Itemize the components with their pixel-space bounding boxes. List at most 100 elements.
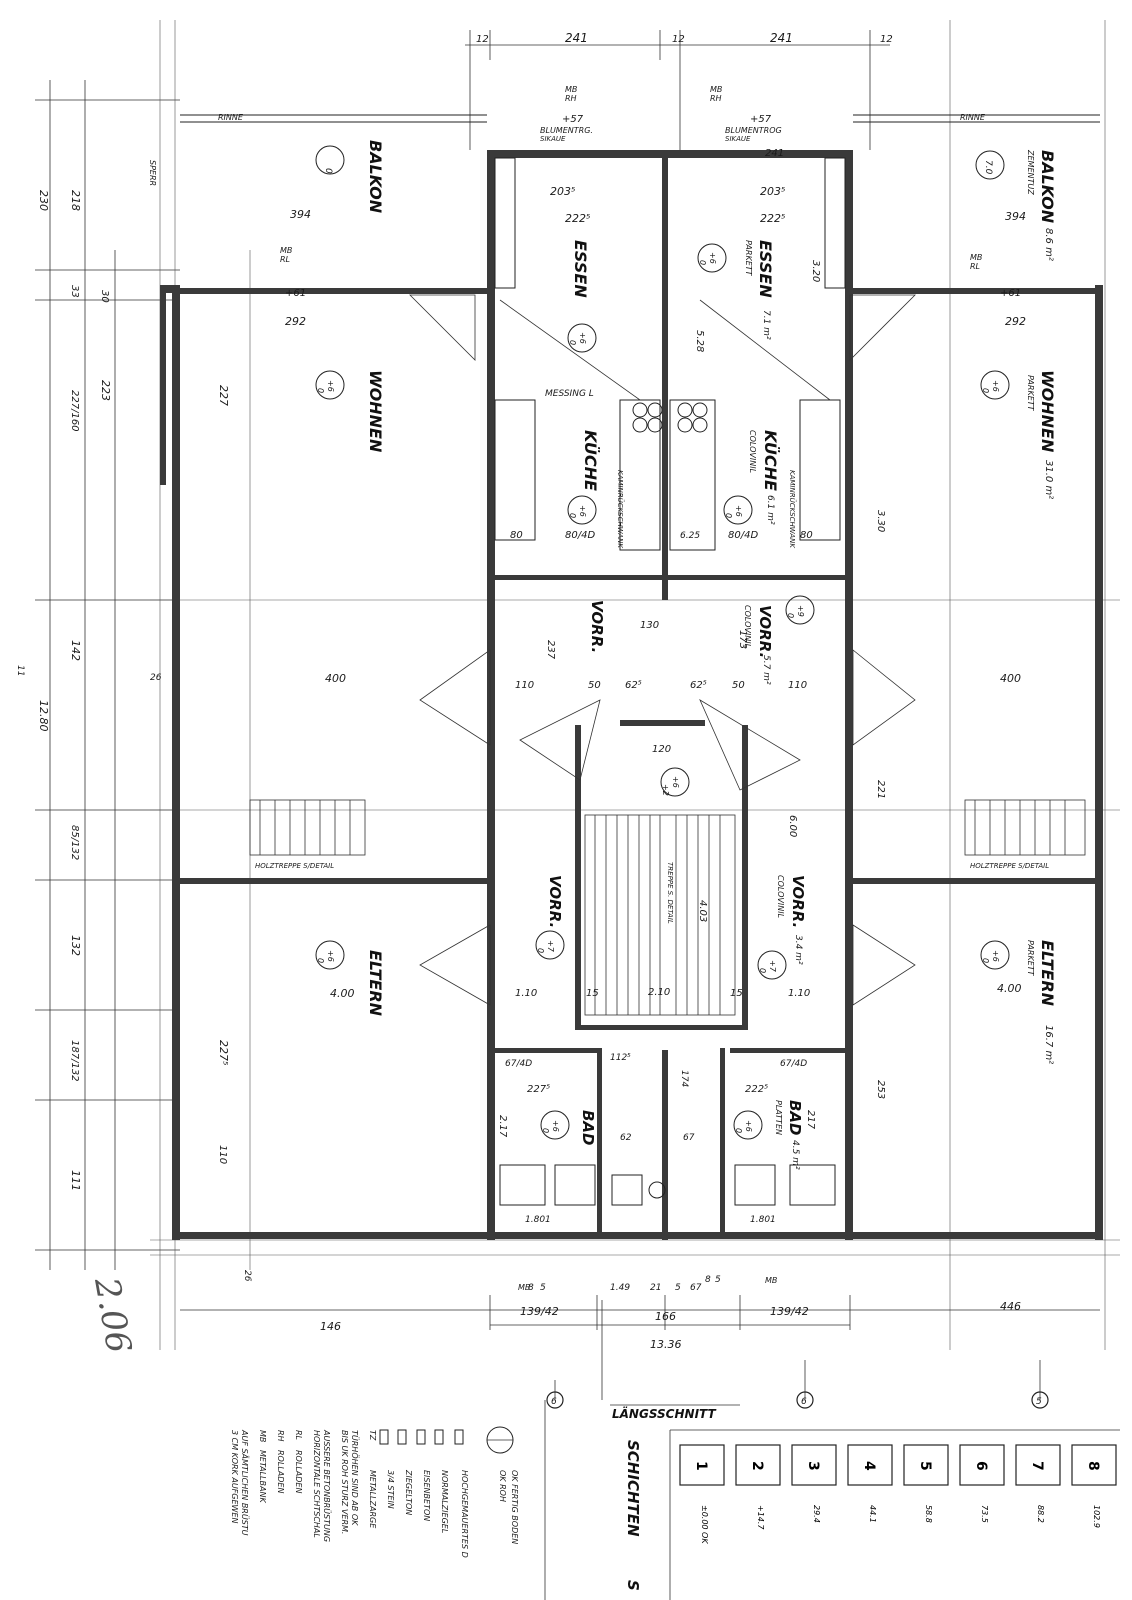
room-essen-right: ESSEN PARKETT 7.1 m² +6 0 <box>697 240 775 340</box>
legend-hatch-icon <box>379 1429 389 1445</box>
layer-cell: 444.1 <box>847 1444 893 1523</box>
level-marker-icon <box>567 495 597 525</box>
layer-box <box>679 1444 725 1486</box>
svg-text:7.1 m²: 7.1 m² <box>761 310 771 340</box>
svg-text:31.0 m²: 31.0 m² <box>1043 460 1054 499</box>
svg-text:7.0: 7.0 <box>983 160 993 175</box>
axis-markers: 6 6 5 <box>546 1391 1049 1409</box>
svg-text:PLATTEN: PLATTEN <box>774 1100 783 1135</box>
legend-hatch-icon <box>397 1429 407 1445</box>
note-sperr: SPERR <box>148 160 157 186</box>
layer-value: 88.2 <box>1036 1505 1045 1523</box>
room-name: ELTERN <box>1038 940 1057 1007</box>
svg-text:120: 120 <box>652 744 671 755</box>
room-name: VORR. <box>588 600 606 653</box>
note-kaminbuk-right: KAMINRÜCKSCHWANK <box>788 470 797 549</box>
svg-text:COLOVINIL: COLOVINIL <box>776 875 785 918</box>
svg-text:PARKETT: PARKETT <box>1026 375 1035 412</box>
layer-box <box>903 1444 949 1486</box>
room-name: VORR. <box>546 875 564 928</box>
axis-marker-icon <box>546 1391 564 1409</box>
svg-text:+6: +6 <box>551 1120 560 1132</box>
svg-text:26: 26 <box>242 1270 252 1282</box>
note-rinne-right: RINNE <box>960 113 986 122</box>
svg-text:6: 6 <box>801 1397 807 1407</box>
layer-value: 29.4 <box>812 1505 821 1523</box>
svg-text:400: 400 <box>1000 672 1021 685</box>
svg-text:80: 80 <box>800 530 813 541</box>
dim-left-12: 187/132 <box>69 1040 80 1082</box>
svg-text:AUSSERE BETONBRÜSTUNG: AUSSERE BETONBRÜSTUNG <box>322 1429 332 1542</box>
room-name: VORR. <box>756 605 774 658</box>
svg-text:67/4D: 67/4D <box>780 1059 807 1069</box>
svg-text:4.5 m²: 4.5 m² <box>790 1140 800 1170</box>
layer-box <box>735 1444 781 1486</box>
dim-left-9: 11 <box>15 665 25 676</box>
svg-text:394: 394 <box>1005 210 1026 223</box>
holztreppe-left <box>249 799 366 856</box>
room-vorr-left: VORR. <box>588 600 606 653</box>
svg-text:+6: +6 <box>578 332 587 344</box>
svg-text:+9: +9 <box>796 605 805 617</box>
level-marker-icon <box>980 370 1010 400</box>
svg-text:TZ: TZ <box>368 1430 377 1441</box>
svg-text:COLOVINIL: COLOVINIL <box>748 430 757 473</box>
svg-text:+61: +61 <box>1000 288 1021 299</box>
room-dims: 292 292 400 400 4.00 4.00 227 227⁵ 80 80… <box>150 260 1026 1282</box>
svg-text:+61: +61 <box>285 288 306 299</box>
layer-cell: 2+14.7 <box>735 1444 781 1530</box>
svg-text:0: 0 <box>316 958 325 963</box>
layer-value: 58.8 <box>924 1505 933 1523</box>
balcony-rails <box>180 114 1100 289</box>
bath-fixtures <box>499 1164 836 1206</box>
svg-text:253: 253 <box>875 1080 886 1099</box>
svg-text:6.00: 6.00 <box>787 815 798 837</box>
svg-text:217: 217 <box>805 1110 816 1130</box>
dim-left-6: 227/160 <box>69 390 80 432</box>
layer-cell: 329.4 <box>791 1444 837 1523</box>
svg-text:4.00: 4.00 <box>330 987 355 1000</box>
svg-text:0: 0 <box>568 513 577 518</box>
svg-text:METALLBANK: METALLBANK <box>258 1450 267 1503</box>
level-marker-icon <box>975 150 1005 180</box>
room-name: ESSEN <box>756 240 775 298</box>
layer-cell: 1±0.00 OK <box>679 1444 725 1544</box>
svg-text:221: 221 <box>875 780 886 799</box>
svg-text:PARKETT: PARKETT <box>744 240 753 277</box>
svg-text:8: 8 <box>705 1275 711 1285</box>
room-name: ELTERN <box>366 950 385 1017</box>
svg-text:HOCHGEMAUERTES D: HOCHGEMAUERTES D <box>460 1470 469 1558</box>
svg-text:4.00: 4.00 <box>997 982 1022 995</box>
svg-text:3.20: 3.20 <box>810 260 821 282</box>
svg-text:0: 0 <box>568 340 577 345</box>
svg-text:+57: +57 <box>562 114 584 125</box>
note-sikaue-left: SIKAUE <box>540 135 566 143</box>
svg-text:80: 80 <box>510 530 523 541</box>
svg-text:METALLZARGE: METALLZARGE <box>368 1470 377 1529</box>
svg-text:+7: +7 <box>546 940 555 953</box>
level-marker-icon <box>757 950 787 980</box>
note-rh-top-right: RH <box>710 94 722 103</box>
svg-text:222⁵: 222⁵ <box>745 1084 768 1095</box>
svg-text:15: 15 <box>730 988 743 999</box>
svg-text:222⁵: 222⁵ <box>565 212 590 225</box>
svg-text:3/4 STEIN: 3/4 STEIN <box>386 1470 395 1509</box>
note-holztreppe-right: HOLZTREPPE S/DETAIL <box>970 862 1049 870</box>
svg-text:RL: RL <box>294 1430 303 1440</box>
svg-text:110: 110 <box>788 680 807 691</box>
svg-text:6.1 m²: 6.1 m² <box>765 495 775 525</box>
svg-text:0: 0 <box>536 948 545 953</box>
legend-title-suffix: S <box>624 1580 642 1591</box>
note-sikaue-right: SIKAUE <box>725 135 751 143</box>
svg-text:3.30: 3.30 <box>875 510 886 532</box>
legend-hatch-icon <box>416 1429 426 1445</box>
layer-value: ±0.00 OK <box>700 1505 709 1544</box>
dim-bottom-3: 166 <box>655 1310 676 1323</box>
dim-left-5: 223 <box>99 380 112 401</box>
svg-text:203⁵: 203⁵ <box>760 185 785 198</box>
note-mb-top-left: MB <box>565 85 577 94</box>
svg-text:203⁵: 203⁵ <box>550 185 575 198</box>
note-kaminbuk-left: KAMINRÜCKSCHWANK <box>616 470 625 549</box>
room-name: BAD <box>579 1110 597 1146</box>
